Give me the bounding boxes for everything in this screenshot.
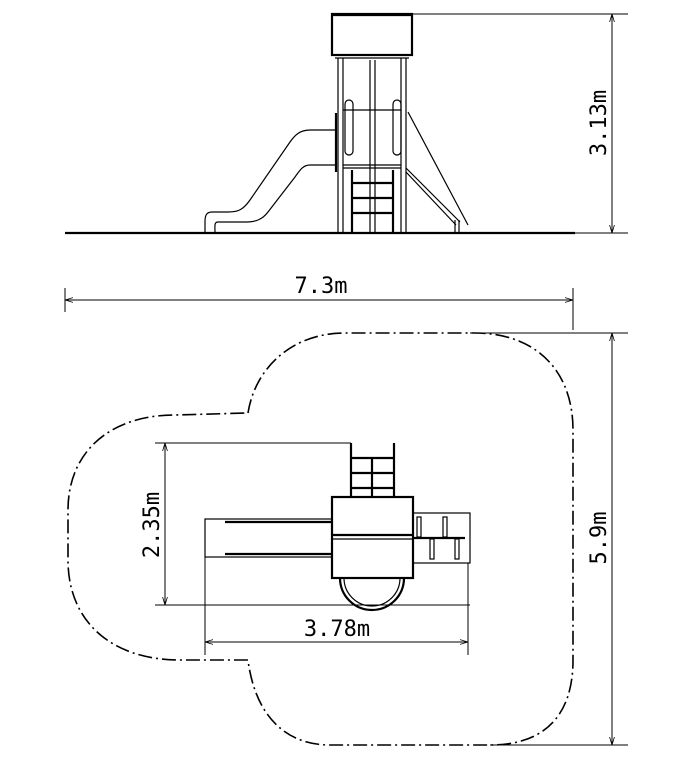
platform <box>330 495 415 580</box>
roof-panel <box>330 12 414 57</box>
slide-plan <box>204 518 333 558</box>
slide-side <box>204 113 338 234</box>
height-dimension: 3.13m <box>412 13 628 234</box>
elevation-view: 3.13m <box>65 12 628 235</box>
equipment-width-dimension: 3.78m <box>204 557 469 655</box>
climbing-net <box>405 111 469 233</box>
plan-view: 2.35m 3.78m 5.9m <box>67 332 628 746</box>
overall-depth-dimension: 5.9m <box>470 332 628 746</box>
rope-ladder <box>350 170 395 233</box>
rope-ladder-plan <box>349 443 396 497</box>
steps-plan <box>412 512 471 564</box>
tower-posts <box>335 57 409 233</box>
equipment-depth-label: 2.35m <box>140 492 165 558</box>
overall-depth-label: 5.9m <box>587 512 612 565</box>
overall-width-label: 7.3m <box>295 274 348 299</box>
overall-width-dimension: 7.3m <box>64 274 574 330</box>
equipment-depth-dimension: 2.35m <box>140 442 470 606</box>
equipment-width-label: 3.78m <box>304 617 370 642</box>
height-label: 3.13m <box>587 90 612 156</box>
half-ring <box>338 577 406 612</box>
